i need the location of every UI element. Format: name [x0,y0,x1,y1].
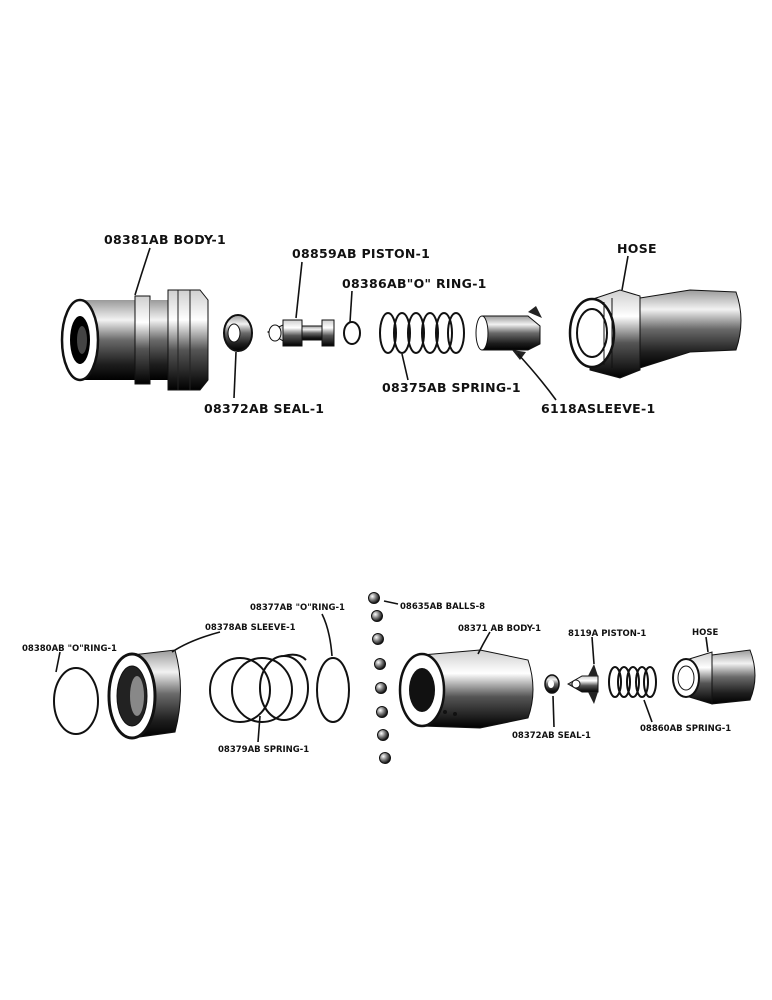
label-upper-o-ring: 08386AB"O" RING-1 [342,276,487,291]
label-lower-spring-left: 08379AB SPRING-1 [218,745,309,755]
label-lower-o-ring-left: 08380AB "O"RING-1 [22,644,117,654]
lower-leader-lines [55,600,709,743]
label-lower-o-ring-right: 08377AB "O"RING-1 [250,603,345,613]
label-lower-spring-right: 08860AB SPRING-1 [640,724,731,734]
label-upper-body: 08381AB BODY-1 [104,232,226,247]
label-upper-hose: HOSE [617,241,657,256]
lower-spring-left-part [209,653,309,723]
upper-spring-part [379,312,465,354]
label-lower-balls: 08635AB BALLS-8 [400,602,485,612]
label-upper-sleeve: 6118ASLEEVE-1 [541,401,656,416]
lower-spring-right-part [608,666,657,698]
upper-body-part [60,289,209,391]
upper-seal-part [223,314,253,352]
lower-hose-part [672,649,756,705]
label-lower-piston: 8119A PISTON-1 [568,629,646,639]
upper-piston-part [266,319,335,347]
upper-sleeve-part [475,306,542,360]
lower-sleeve-part [107,649,181,740]
lower-assembly: 08380AB "O"RING-1 08378AB SLEEVE-1 08377… [22,592,756,764]
upper-hose-part [568,289,742,379]
lower-body-part [398,649,534,729]
label-upper-seal: 08372AB SEAL-1 [204,401,324,416]
lower-o-ring-right-part [316,657,350,723]
label-lower-seal: 08372AB SEAL-1 [512,731,591,741]
lower-seal-part [544,674,560,694]
label-upper-piston: 08859AB PISTON-1 [292,246,430,261]
lower-balls-part [368,592,391,764]
label-lower-body: 08371 AB BODY-1 [458,624,541,634]
lower-o-ring-left-part [53,667,99,735]
label-upper-spring: 08375AB SPRING-1 [382,380,521,395]
lower-piston-part [566,664,599,704]
label-lower-hose: HOSE [692,628,718,638]
upper-leader-lines [134,247,629,401]
label-lower-sleeve: 08378AB SLEEVE-1 [205,623,296,633]
upper-assembly: 08381AB BODY-1 08859AB PISTON-1 08386AB"… [60,232,742,416]
upper-o-ring-part [343,321,361,345]
